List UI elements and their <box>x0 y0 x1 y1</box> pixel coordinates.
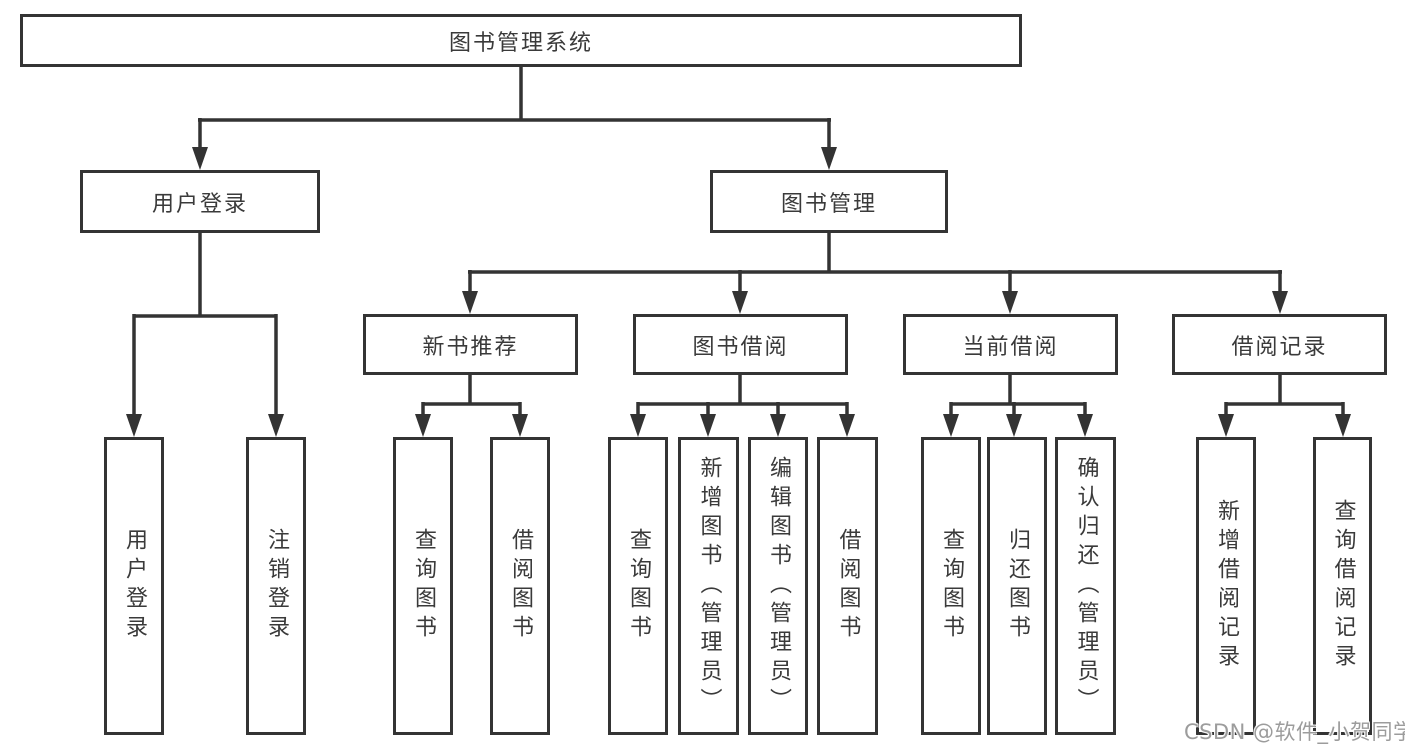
node-label: 新增借阅记录 <box>1214 499 1239 673</box>
node-label: 用户登录 <box>122 528 147 644</box>
node-label: 注销登录 <box>264 528 289 644</box>
node-label: 图书管理系统 <box>448 30 593 56</box>
leaf-query-books-recommend: 查询图书 <box>393 437 453 735</box>
node-label: 借阅记录 <box>1231 334 1328 360</box>
connector-borrow-records-branch <box>1218 375 1351 437</box>
leaf-borrow-books: 借阅图书 <box>817 437 878 735</box>
node-label: 查询借阅记录 <box>1330 499 1356 673</box>
node-label: 查询图书 <box>411 528 436 644</box>
node-book-borrowing: 图书借阅 <box>633 314 848 375</box>
node-borrowing-records: 借阅记录 <box>1172 314 1387 375</box>
node-label: 新增图书（管理员） <box>696 455 722 717</box>
csdn-watermark: CSDN @软件_小贺同学 <box>1184 720 1405 744</box>
node-user-login-branch: 用户登录 <box>80 170 320 233</box>
node-label: 归还图书 <box>1005 528 1030 644</box>
leaf-borrow-books-recommend: 借阅图书 <box>490 437 550 735</box>
connector-book-borrow-branch <box>630 375 855 437</box>
connector-user-login-branch <box>126 233 284 437</box>
node-label: 用户登录 <box>151 191 248 217</box>
leaf-add-book-admin: 新增图书（管理员） <box>678 437 739 735</box>
leaf-query-books-current: 查询图书 <box>921 437 981 735</box>
node-label: 查询图书 <box>939 528 964 644</box>
node-new-book-recommendation: 新书推荐 <box>363 314 578 375</box>
connector-current-borrow-branch <box>943 375 1093 437</box>
node-label: 图书借阅 <box>692 334 789 360</box>
node-current-borrowing: 当前借阅 <box>903 314 1118 375</box>
leaf-logout: 注销登录 <box>246 437 306 735</box>
node-label: 编辑图书（管理员） <box>766 455 791 717</box>
leaf-user-login: 用户登录 <box>104 437 164 735</box>
node-label: 图书管理 <box>780 191 877 217</box>
node-label: 借阅图书 <box>835 528 861 644</box>
node-label: 借阅图书 <box>508 528 533 644</box>
leaf-edit-book-admin: 编辑图书（管理员） <box>748 437 808 735</box>
leaf-confirm-return-admin: 确认归还（管理员） <box>1055 437 1116 735</box>
node-label: 查询图书 <box>626 528 651 644</box>
node-label: 当前借阅 <box>962 334 1059 360</box>
node-label: 新书推荐 <box>422 334 519 360</box>
leaf-query-borrow-record: 查询借阅记录 <box>1313 437 1372 735</box>
node-label: 确认归还（管理员） <box>1073 455 1099 717</box>
connector-new-books-branch <box>415 375 528 437</box>
node-book-management-branch: 图书管理 <box>710 170 948 233</box>
leaf-return-books: 归还图书 <box>987 437 1047 735</box>
leaf-add-borrow-record: 新增借阅记录 <box>1196 437 1256 735</box>
connector-book-mgmt-branch <box>462 233 1288 314</box>
leaf-query-books-borrow: 查询图书 <box>608 437 668 735</box>
connector-root-to-level2 <box>192 67 837 170</box>
node-library-management-system: 图书管理系统 <box>20 14 1022 67</box>
